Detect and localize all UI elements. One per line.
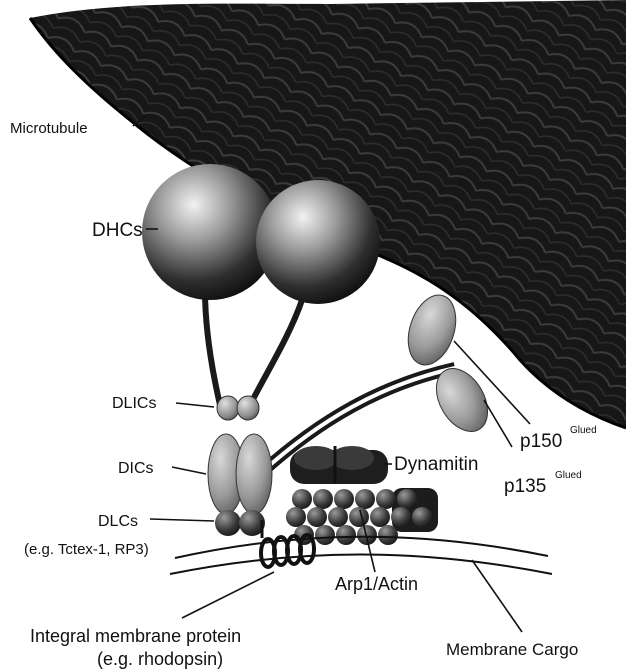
- label-dics: DICs: [118, 460, 154, 477]
- label-dlcs-example: (e.g. Tctex-1, RP3): [24, 541, 149, 558]
- label-dlics: DLICs: [112, 395, 156, 412]
- p150-oval: [400, 289, 464, 371]
- dhc-stalks: [205, 290, 302, 405]
- dynamitin-complex: [290, 446, 388, 484]
- label-integral-example: (e.g. rhodopsin): [97, 649, 223, 669]
- label-p150-superscript: Glued: [570, 425, 597, 436]
- label-dlcs: DLCs: [98, 513, 138, 530]
- label-p150: p150: [520, 431, 562, 452]
- label-membrane-cargo: Membrane Cargo: [446, 640, 578, 659]
- label-p135: p135: [504, 476, 546, 497]
- label-microtubule: Microtubule: [10, 120, 88, 137]
- label-integral-membrane-protein: Integral membrane protein: [30, 626, 241, 646]
- dhc-sphere-right: [256, 180, 380, 304]
- dlcs-pair: [215, 510, 265, 536]
- label-arp1-actin: Arp1/Actin: [335, 574, 418, 594]
- dlics-pair: [217, 396, 259, 420]
- dics-pair: [208, 434, 272, 514]
- label-dynamitin: Dynamitin: [394, 454, 478, 475]
- label-dhcs: DHCs: [92, 220, 143, 241]
- label-p135-superscript: Glued: [555, 470, 582, 481]
